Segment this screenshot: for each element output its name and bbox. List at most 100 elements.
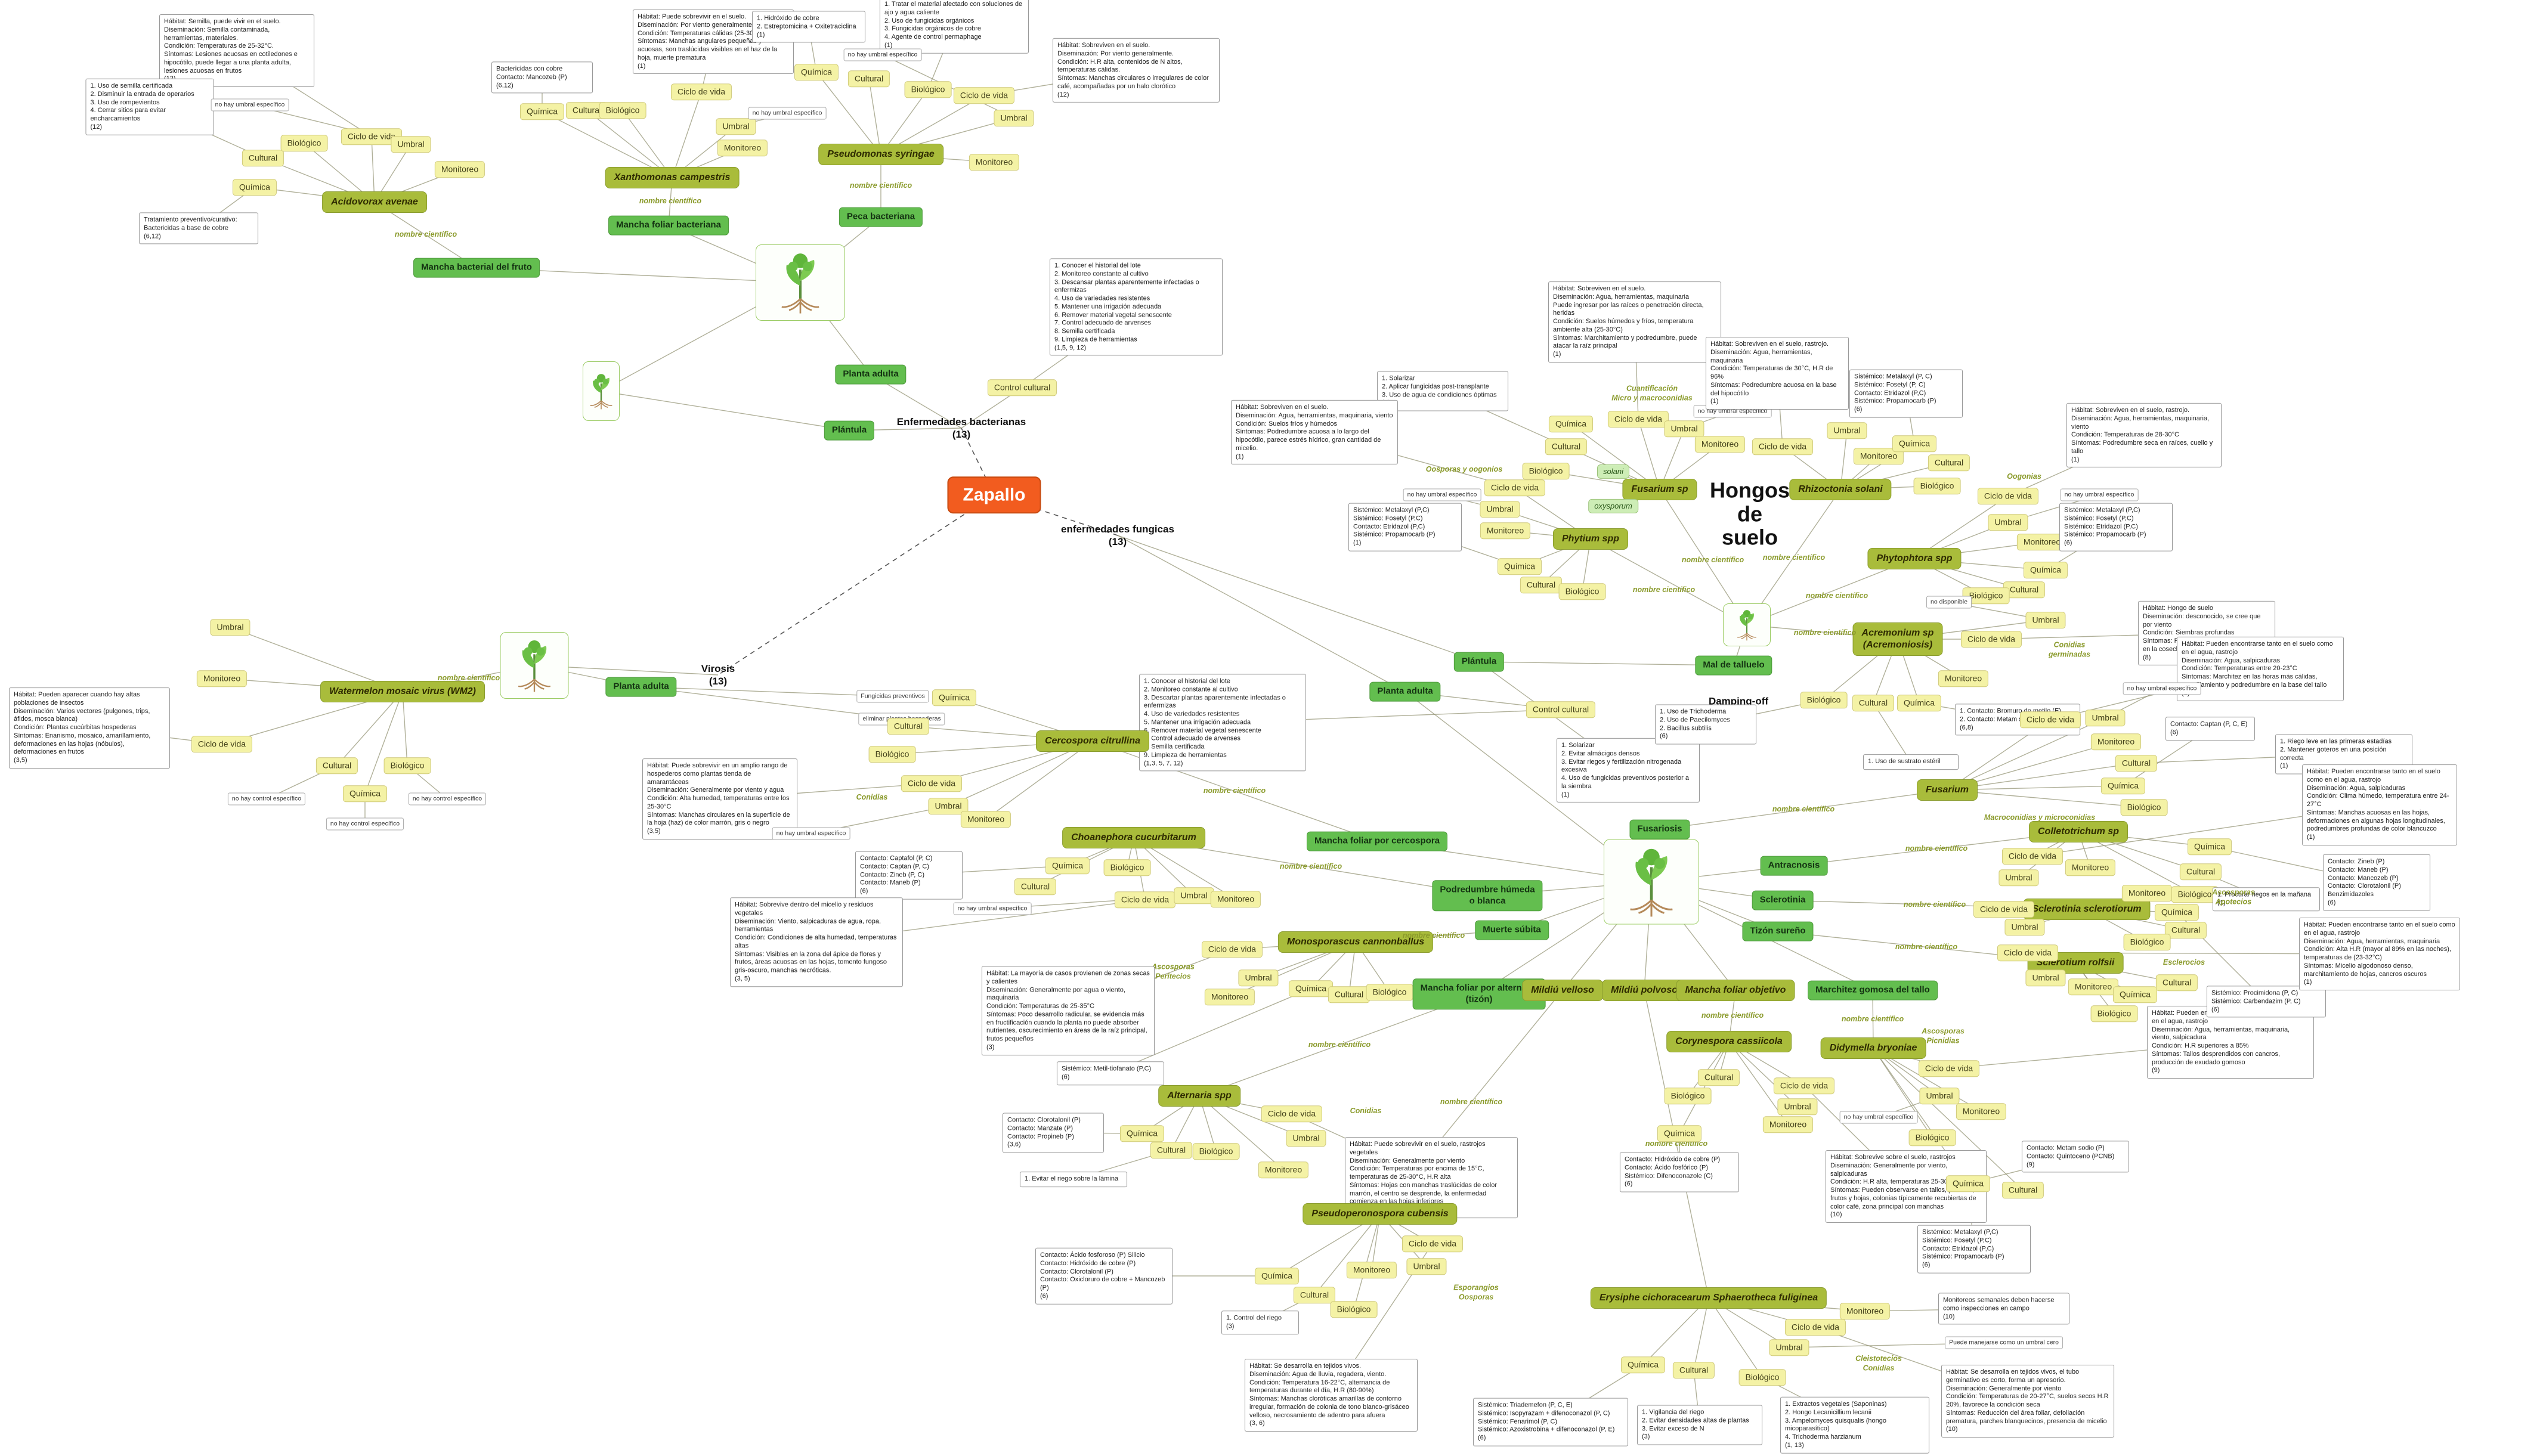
peca-bacteriana[interactable]: Peca bacteriana [839,207,923,227]
scl-ciclo[interactable]: Ciclo de vida [1973,901,2035,918]
aci-monitoreo[interactable]: Monitoreo [434,161,485,178]
pht-monitoreo[interactable]: Monitoreo [2016,534,2068,550]
wmv-tiny-quimica[interactable]: no hay control específico [326,817,404,831]
choa-biologico[interactable]: Biológico [1103,859,1151,876]
pse-cultural[interactable]: Cultural [847,70,890,87]
acr-nodisponible[interactable]: no disponible [1926,596,1972,609]
cory-note-quimica[interactable]: Contacto: Hidróxido de cobre (P) Contact… [1620,1152,1739,1192]
ery-quimica[interactable]: Química [1620,1356,1666,1373]
pscu-quimica[interactable]: Química [1254,1268,1300,1284]
ery-note-cultural[interactable]: 1. Vigilancia del riego 2. Evitar densid… [1637,1405,1762,1445]
pse-biologico[interactable]: Biológico [904,81,952,98]
damping-off[interactable]: Damping-off [1708,695,1769,707]
alt-monitoreo[interactable]: Monitoreo [1258,1161,1309,1178]
ery-cultural[interactable]: Cultural [1672,1362,1715,1378]
erysiphe[interactable]: Erysiphe cichoracearum Sphaerotheca fuli… [1590,1287,1827,1309]
rhi-quimica[interactable]: Química [1892,435,1937,452]
coll-ciclo[interactable]: Ciclo de vida [2001,848,2064,865]
didy-quimica[interactable]: Química [1945,1175,1991,1192]
acr-monitoreo[interactable]: Monitoreo [1938,670,1989,687]
mal-talluelo[interactable]: Mal de talluelo [1695,655,1772,676]
cercospora[interactable]: Cercospora citrullina [1035,730,1150,752]
alternaria[interactable]: Alternaria spp [1158,1085,1240,1107]
ery-umbral[interactable]: Umbral [1769,1339,1809,1356]
choa-monitoreo[interactable]: Monitoreo [1210,891,1261,907]
didy-note-quimica[interactable]: Sistémico: Metalaxyl (P,C) Sistémico: Fo… [1917,1225,2031,1274]
wmv-tiny-biologico[interactable]: no hay control específico [408,792,487,806]
coll-quimica[interactable]: Química [2187,838,2232,855]
mono-quimica[interactable]: Química [1288,980,1334,997]
scl-cultural[interactable]: Cultural [2164,922,2207,938]
pse-ciclo[interactable]: Ciclo de vida [953,87,1015,104]
xan-ciclo[interactable]: Ciclo de vida [670,83,732,100]
sclerotinia-lbl[interactable]: Sclerotinia [1752,890,1814,910]
rhi-umbral[interactable]: Umbral [1827,422,1867,439]
pht-note-quimica[interactable]: Sistémico: Metalaxyl (P,C) Sistémico: Fo… [2059,503,2173,552]
didy-monitoreo[interactable]: Monitoreo [1956,1103,2007,1120]
phy-monitoreo[interactable]: Monitoreo [1480,522,1531,539]
pht-ciclo[interactable]: Ciclo de vida [1977,488,2039,504]
corynespora[interactable]: Corynespora cassiicola [1666,1031,1792,1052]
aci-habitat[interactable]: Hábitat: Semilla, puede vivir en el suel… [159,14,314,87]
pscu-biologico[interactable]: Biológico [1330,1301,1378,1318]
cory-biologico[interactable]: Biológico [1664,1088,1712,1104]
didy-biologico[interactable]: Biológico [1908,1129,1956,1146]
alt-quimica[interactable]: Química [1119,1125,1165,1142]
mono-note-quimica[interactable]: Sistémico: Metil-tiofanato (P,C) (6) [1057,1061,1164,1085]
fsp-cultural[interactable]: Cultural [1545,438,1588,455]
wmv-umbral[interactable]: Umbral [210,619,250,636]
wmv-biologico[interactable]: Biológico [383,757,431,774]
fsp-note-cultural[interactable]: 1. Solarizar 2. Aplicar fungicidas post-… [1377,371,1508,411]
pht-habitat[interactable]: Hábitat: Sobreviven en el suelo, rastroj… [2066,402,2222,468]
scl-umbral[interactable]: Umbral [2004,919,2045,935]
didymella[interactable]: Didymella bryoniae [1820,1037,1926,1059]
fsp-monitoreo[interactable]: Monitoreo [1694,436,1746,453]
wmv-tiny-cultural[interactable]: no hay control específico [227,792,306,806]
pse-monitoreo[interactable]: Monitoreo [969,154,1020,171]
fus2-cultural[interactable]: Cultural [2115,755,2158,772]
alt-cultural[interactable]: Cultural [1150,1142,1193,1158]
srf-quimica[interactable]: Química [2112,986,2158,1003]
fusarium2[interactable]: Fusarium [1916,779,1978,801]
marchitez-gomosa[interactable]: Marchitez gomosa del tallo [1808,980,1938,1000]
xan-cultural[interactable]: Cultural [565,102,608,119]
aci-note-quimica[interactable]: Tratamiento preventivo/curativo: Bacteri… [139,212,258,244]
cory-ciclo[interactable]: Ciclo de vida [1773,1077,1835,1094]
pscu-umbral[interactable]: Umbral [1406,1258,1447,1275]
rhi-note-quimica[interactable]: Sistémico: Metalaxyl (P, C) Sistémico: F… [1849,369,1963,418]
acr-biologico[interactable]: Biológico [1800,692,1848,708]
scl-monitoreo[interactable]: Monitoreo [2121,885,2173,902]
ery-note-biologico[interactable]: 1. Extractos vegetales (Saponinas) 2. Ho… [1780,1396,1929,1454]
didy-umbral[interactable]: Umbral [1919,1088,1960,1104]
alt-note-quimica[interactable]: Contacto: Clorotalonil (P) Contacto: Man… [1003,1113,1104,1153]
wmv-cultural[interactable]: Cultural [315,757,358,774]
rhi-habitat[interactable]: Hábitat: Sobreviven en el suelo, rastroj… [1706,337,1849,410]
xan-quimica[interactable]: Química [519,103,565,120]
enf-fungicas[interactable]: enfermedades fungicas (13) [1061,523,1174,547]
sclerotinia[interactable]: Sclerotinia sclerotiorum [2023,899,2151,920]
fus2-quimica[interactable]: Química [2100,777,2146,794]
pscu-note-cultural[interactable]: 1. Control del riego (3) [1221,1311,1299,1334]
aci-ciclo[interactable]: Ciclo de vida [341,128,403,145]
choa-note-quimica[interactable]: Contacto: Captafol (P, C) Contacto: Capt… [855,851,963,900]
aci-quimica[interactable]: Química [232,179,277,196]
mildiu-polvoso[interactable]: Mildiú polvoso [1602,980,1687,1001]
coll-umbral[interactable]: Umbral [1998,869,2039,886]
choa-quimica[interactable]: Química [1045,857,1090,874]
tizon-sureno[interactable]: Tizón sureño [1742,921,1814,941]
aci-biologico[interactable]: Biológico [280,135,328,151]
ery-note-quimica[interactable]: Sistémico: Triademefon (P, C, E) Sistémi… [1473,1398,1628,1446]
fsp-quimica[interactable]: Química [1548,416,1594,432]
alt-ciclo[interactable]: Ciclo de vida [1261,1105,1323,1122]
fus2-umbral[interactable]: Umbral [2085,710,2126,726]
cerc-cultural[interactable]: Cultural [887,718,930,735]
srf-ciclo[interactable]: Ciclo de vida [1997,944,2059,961]
coll-note-quimica[interactable]: Contacto: Zineb (P) Contacto: Maneb (P) … [2323,854,2430,911]
fung-control-cultural[interactable]: Control cultural [1526,701,1596,718]
cerc-umbral-note[interactable]: no hay umbral específico [772,827,850,840]
pscu-note-quimica[interactable]: Contacto: Ácido fosforoso (P) Silicio Co… [1035,1247,1172,1305]
acr-note-biologico[interactable]: 1. Uso de Trichoderma 2. Uso de Paecilom… [1655,704,1756,745]
scl-biologico[interactable]: Biológico [2123,934,2171,950]
choanephora[interactable]: Choanephora cucurbitarum [1062,827,1205,848]
pht-umbral[interactable]: Umbral [1988,514,2028,531]
